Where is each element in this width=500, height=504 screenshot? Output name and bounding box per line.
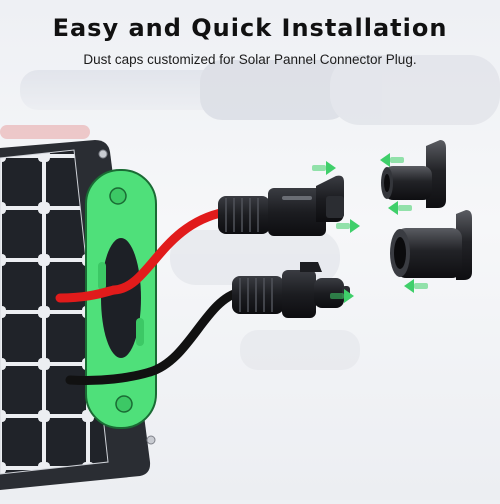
arrow-left-icon [388, 201, 412, 215]
headline: Easy and Quick Installation [52, 14, 448, 42]
subline: Dust caps customized for Solar Pannel Co… [83, 52, 417, 67]
junction-frame [85, 169, 157, 429]
dust-cap-female [390, 210, 472, 280]
dust-cap-male [381, 140, 446, 208]
arrow-right-icon [312, 161, 336, 175]
mc4-connector-male [232, 262, 350, 318]
arrow-right-icon [330, 289, 354, 303]
arrow-left-icon [380, 153, 404, 167]
cables [55, 207, 245, 386]
arrow-right-icon [336, 219, 360, 233]
arrow-left-icon [404, 279, 428, 293]
motion-arrows [312, 153, 428, 303]
background-blur [0, 55, 500, 370]
mc4-connector-female [218, 175, 344, 236]
